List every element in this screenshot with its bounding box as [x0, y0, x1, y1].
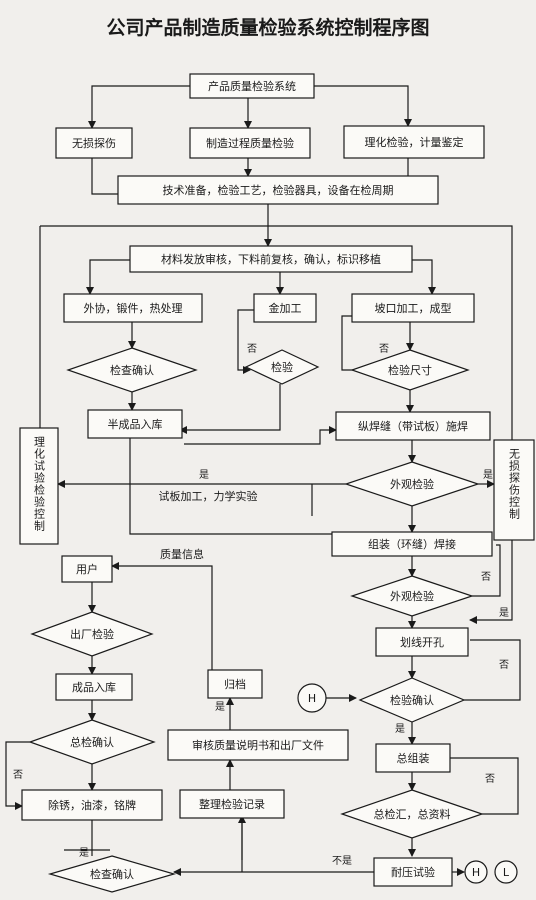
box-archive: [207, 669, 263, 699]
box-rust-paint: [21, 789, 163, 821]
box-finished-store: [55, 673, 133, 701]
diamond-check-confirm: [66, 347, 198, 393]
label-circle-l-right: L: [503, 866, 510, 879]
edge-yes-insp-confirm: 是: [395, 723, 405, 735]
node-labels: 产品质量检验系统 无损探伤 制造过程质量检验 理化检验，计量鉴定 技术准备，检验…: [48, 79, 468, 881]
label-visual2: 外观检验: [390, 589, 434, 603]
box-ndt-ctrl: [493, 439, 535, 541]
process-boxes: [19, 73, 535, 887]
label-visual1: 外观检验: [390, 477, 434, 491]
label-metalwork: 金加工: [269, 301, 302, 315]
label-phys-chem: 理化检验，计量鉴定: [365, 135, 464, 149]
diamond-exit-check: [30, 611, 154, 657]
circle-h-right: [464, 860, 488, 884]
label-circle-h-left: H: [308, 692, 316, 705]
label-tech-prep: 技术准备，检验工艺，检验器具，设备在检周期: [163, 183, 394, 197]
edge-no-final-confirm: 否: [13, 769, 23, 781]
diamond-check-confirm2: [47, 855, 177, 893]
edge-yes-visual1: 是: [199, 469, 209, 481]
label-assembly-weld: 组装（环缝）焊接: [368, 537, 456, 551]
label-inspect-size: 检验尺寸: [388, 363, 432, 377]
label-final-assembly: 总组装: [397, 751, 430, 765]
box-final-assembly: [375, 743, 451, 773]
box-process-insp: [189, 127, 311, 159]
label-pressure-test: 耐压试验: [391, 865, 435, 879]
edge-yes-archive: 是: [215, 701, 225, 713]
circle-labels: H H L: [308, 692, 510, 879]
label-test-plate: 试板加工，力学实验: [159, 489, 258, 503]
label-organize-records: 整理检验记录: [199, 797, 265, 811]
box-user: [61, 555, 113, 583]
label-material: 材料发放审核，下料前复核，确认，标识移植: [161, 252, 381, 266]
box-bevel: [351, 293, 475, 323]
box-marking: [375, 627, 469, 657]
diamond-insp-confirm: [358, 677, 466, 723]
diamond-visual2: [350, 575, 474, 617]
label-ndt: 无损探伤: [72, 136, 116, 150]
box-organize-records: [179, 789, 285, 819]
box-root: [189, 73, 315, 99]
box-ndt: [55, 127, 133, 159]
label-final-confirm: 总检确认: [70, 735, 114, 749]
label-semi-store: 半成品入库: [108, 417, 163, 431]
connectors: [5, 85, 521, 876]
label-circle-h-right: H: [472, 866, 480, 879]
label-rust-paint: 除锈，油漆，铭牌: [48, 798, 136, 812]
edge-yes-ndt: 是: [483, 469, 493, 481]
label-phys-test-ctrl: 理化试验检验控制: [33, 436, 46, 532]
box-metalwork: [253, 293, 317, 323]
label-review-docs: 审核质量说明书和出厂文件: [192, 738, 324, 752]
box-pressure-test: [373, 857, 453, 887]
label-inspect: 检验: [271, 360, 293, 374]
label-check-confirm2: 检查确认: [90, 867, 134, 881]
circle-h-left: [297, 683, 327, 713]
edge-labels: 否 否 是 是 否 是 否 是 是 否 否 是 不是: [13, 343, 509, 867]
edge-no-insp-confirm: 否: [499, 659, 509, 671]
label-quality-info: 质量信息: [160, 547, 204, 561]
box-outsource: [63, 293, 203, 323]
edge-no-metalwork: 否: [247, 343, 257, 355]
box-material: [129, 245, 413, 273]
label-process-insp: 制造过程质量检验: [206, 136, 294, 150]
label-ndt-ctrl: 无损探伤控制: [508, 448, 521, 520]
box-assembly-weld: [331, 531, 493, 557]
label-insp-confirm: 检验确认: [390, 693, 434, 707]
diamond-inspect-size: [350, 349, 470, 391]
label-marking: 划线开孔: [400, 635, 444, 649]
edge-no-bevel: 否: [379, 343, 389, 355]
connector-circles: [297, 683, 518, 884]
edge-no-visual2: 否: [481, 571, 491, 583]
diamond-inspect: [244, 349, 320, 385]
diamond-summary: [340, 789, 484, 839]
label-finished-store: 成品入库: [72, 681, 116, 694]
box-long-weld: [335, 411, 491, 441]
label-user: 用户: [76, 562, 98, 576]
label-check-confirm: 检查确认: [110, 363, 154, 377]
label-summary: 总检汇，总资料: [374, 807, 451, 821]
box-phys-test-ctrl: [19, 427, 59, 545]
label-root: 产品质量检验系统: [208, 79, 296, 93]
box-tech-prep: [117, 175, 439, 205]
box-review-docs: [167, 729, 349, 761]
edge-yes-check-confirm2: 是: [79, 847, 89, 859]
label-exit-check: 出厂检验: [70, 627, 114, 641]
circle-l-right: [494, 860, 518, 884]
edge-not-yes-pressure: 不是: [332, 855, 352, 867]
edge-yes-visual2: 是: [499, 607, 509, 619]
label-outsource: 外协，锻件，热处理: [84, 301, 183, 315]
decision-diamonds: [28, 347, 484, 893]
box-phys-chem: [343, 125, 485, 159]
label-long-weld: 纵焊缝（带试板）施焊: [358, 419, 468, 433]
page-title: 公司产品制造质量检验系统控制程序图: [106, 16, 429, 39]
label-archive: 归档: [224, 677, 246, 691]
diamond-visual1: [344, 461, 480, 507]
edge-no-final-assembly: 否: [485, 773, 495, 785]
label-bevel: 坡口加工，成型: [375, 301, 452, 315]
diamond-final-confirm: [28, 719, 156, 765]
box-semi-store: [87, 409, 183, 439]
